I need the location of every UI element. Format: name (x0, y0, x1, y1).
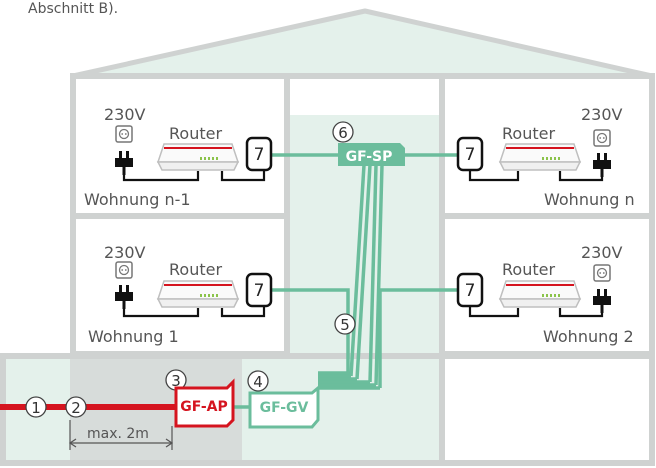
ont-device (245, 272, 273, 308)
apartment-2: 230V Router 7 Wohnung 2 (456, 243, 634, 346)
basement-right-room (442, 359, 649, 460)
gf-ap-number: 3 (171, 372, 181, 390)
gf-sp-number: 6 (338, 124, 348, 142)
apartment-1: 230V Router 7 Wohnung 1 (88, 243, 273, 346)
roof (70, 8, 655, 79)
router-icon (157, 280, 239, 308)
gf-ap-component: 3 GF-AP (165, 369, 235, 428)
apartment-n: 230V Router 7 Wohnung n (456, 105, 635, 209)
router-label: Router (169, 260, 222, 279)
point-2-number: 2 (71, 399, 81, 417)
router-icon (499, 280, 581, 308)
gf-sp-label: GF-SP (346, 149, 393, 165)
distance-label: max. 2m (87, 426, 149, 442)
point-1-number: 1 (31, 399, 41, 417)
router-label: Router (502, 124, 555, 143)
fiber-lines (272, 153, 458, 390)
voltage-label: 230V (581, 243, 623, 262)
entry-point-1: 1 (25, 396, 47, 418)
voltage-label: 230V (104, 243, 146, 262)
riser-number: 5 (340, 316, 350, 334)
power-socket-icon (593, 264, 611, 282)
gf-gv-number: 4 (253, 373, 263, 391)
ont-number: 7 (254, 281, 265, 301)
power-socket-icon (115, 125, 133, 143)
entry-point-2: 2 (65, 396, 87, 418)
distance-marker (68, 420, 174, 450)
ont-number: 7 (254, 145, 265, 165)
riser-marker: 5 (334, 313, 356, 335)
ont-device (456, 136, 484, 172)
router-label: Router (502, 260, 555, 279)
power-socket-icon (115, 261, 133, 279)
voltage-label: 230V (104, 105, 146, 124)
gf-gv-label: GF-GV (260, 400, 309, 416)
apartment-n-minus-1: 230V Router 7 Wohnung n-1 (84, 105, 273, 209)
voltage-label: 230V (581, 105, 623, 124)
header-text: Abschnitt B). (28, 1, 118, 17)
ont-device (456, 272, 484, 308)
ont-number: 7 (465, 281, 476, 301)
gf-ap-label: GF-AP (180, 399, 228, 415)
apartment-label: Wohnung 1 (88, 327, 179, 346)
ont-number: 7 (465, 145, 476, 165)
router-icon (499, 143, 581, 171)
apartment-label: Wohnung n (544, 190, 635, 209)
router-icon (157, 143, 239, 171)
power-socket-icon (593, 129, 611, 147)
router-label: Router (169, 124, 222, 143)
gf-gv-component: 4 GF-GV (247, 370, 320, 429)
apartment-label: Wohnung n-1 (84, 190, 191, 209)
ont-device (245, 136, 273, 172)
apartment-label: Wohnung 2 (543, 327, 634, 346)
gf-sp-component: 6 GF-SP (332, 121, 405, 166)
